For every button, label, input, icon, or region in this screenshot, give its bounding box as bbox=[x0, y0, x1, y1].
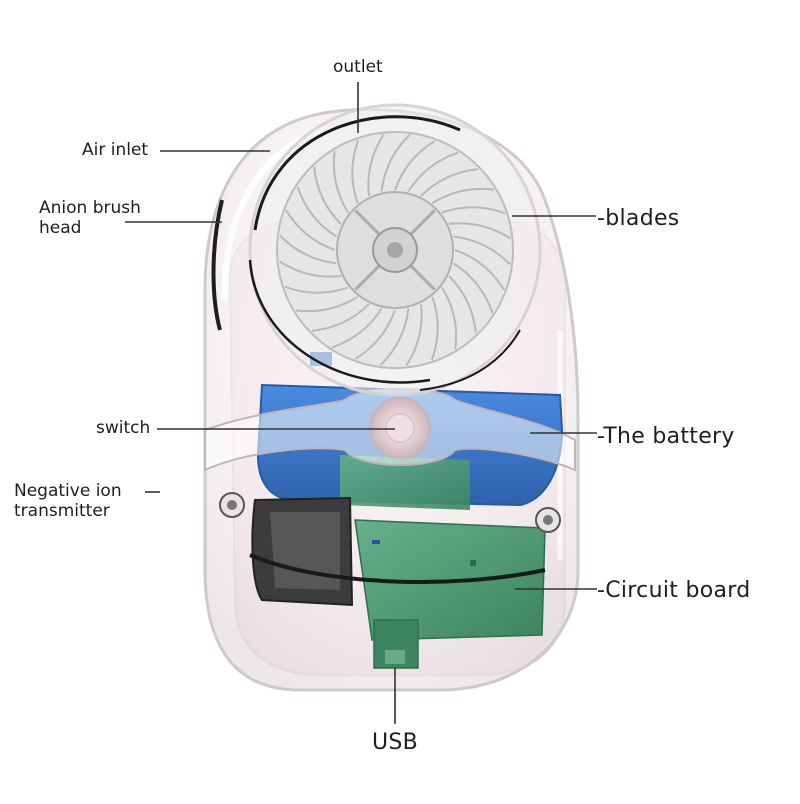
fan-blade bbox=[452, 262, 494, 314]
label-negative-ion-transmitter: Negative ion transmitter bbox=[14, 481, 122, 521]
fan-blade bbox=[441, 206, 506, 215]
label-anion-brush-head: Anion brush head bbox=[39, 198, 141, 238]
fan-blade bbox=[285, 209, 336, 251]
label-switch: switch bbox=[96, 418, 151, 438]
fan-blade bbox=[284, 285, 349, 294]
fan-blade bbox=[295, 296, 359, 313]
label-the-battery: -The battery bbox=[597, 424, 735, 449]
fan-blade bbox=[351, 139, 360, 204]
fan-blade bbox=[279, 260, 342, 278]
fan-blade bbox=[407, 151, 459, 193]
fan-blade bbox=[379, 308, 410, 366]
hub-spoke bbox=[409, 209, 436, 236]
fan-blade bbox=[296, 186, 338, 238]
fan-blade bbox=[354, 309, 396, 360]
fan-assembly bbox=[248, 103, 542, 397]
fan-blade bbox=[331, 307, 383, 349]
fan-blade bbox=[380, 134, 411, 192]
fan-blade bbox=[430, 296, 439, 361]
fan-blade bbox=[448, 222, 511, 240]
label-circuit-board: -Circuit board bbox=[597, 578, 751, 603]
fan-blade bbox=[405, 303, 423, 366]
seam-line bbox=[211, 199, 224, 331]
fan-blade bbox=[311, 303, 370, 332]
leader-lines bbox=[125, 82, 597, 724]
fan-blade bbox=[313, 166, 342, 225]
fan-blade bbox=[367, 134, 385, 197]
fan-blade bbox=[394, 140, 436, 191]
ion-module bbox=[249, 496, 546, 607]
fan-blade bbox=[453, 235, 511, 266]
label-outlet: outlet bbox=[333, 57, 383, 77]
screw-left bbox=[219, 492, 245, 518]
label-usb: USB bbox=[372, 730, 419, 755]
fan-blade bbox=[279, 234, 337, 265]
hub-spoke bbox=[354, 209, 381, 236]
fan-blade bbox=[454, 249, 505, 291]
hub-spoke bbox=[354, 264, 381, 291]
fan-blade bbox=[420, 168, 479, 197]
label-blades: -blades bbox=[597, 206, 680, 231]
screw-right bbox=[535, 507, 561, 533]
hub-spoke bbox=[409, 264, 436, 291]
fan-blade bbox=[431, 187, 495, 204]
label-air-inlet: Air inlet bbox=[82, 140, 149, 160]
fan-blade bbox=[441, 286, 458, 350]
fan-blade bbox=[448, 275, 477, 334]
fan-blade bbox=[332, 150, 349, 214]
